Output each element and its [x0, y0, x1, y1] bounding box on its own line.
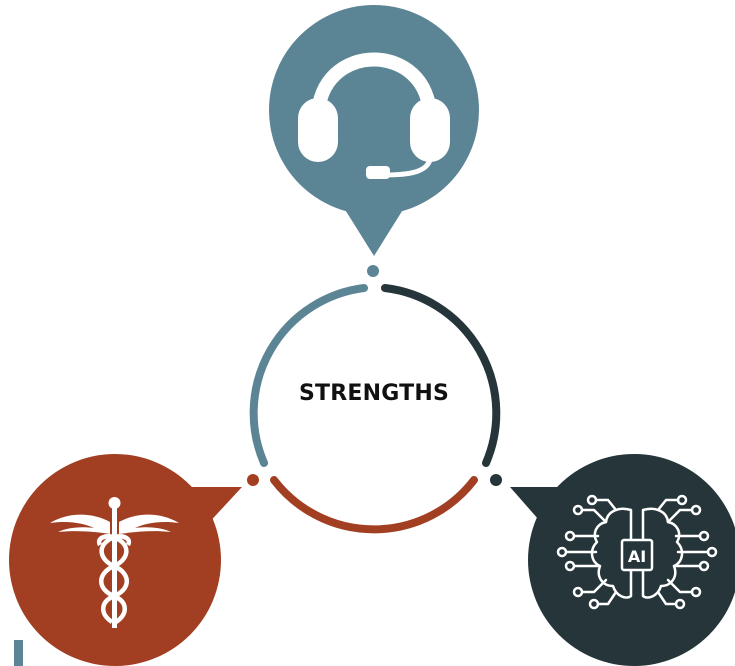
ai-chip-label: AI: [628, 547, 646, 566]
headset-icon: [298, 52, 450, 179]
decorative-bar: [14, 640, 23, 666]
ring-arc-support: [249, 284, 368, 467]
ai-brain-icon: [556, 494, 718, 610]
center-title: STRENGTHS: [299, 381, 449, 406]
connector-dot-medical: [247, 474, 259, 486]
ring-arc-medical: [270, 476, 478, 534]
connector-dot-ai: [490, 474, 502, 486]
caduceus-icon: [50, 497, 179, 628]
connector-dot-support: [367, 265, 379, 277]
ring-arc-ai: [381, 284, 501, 467]
